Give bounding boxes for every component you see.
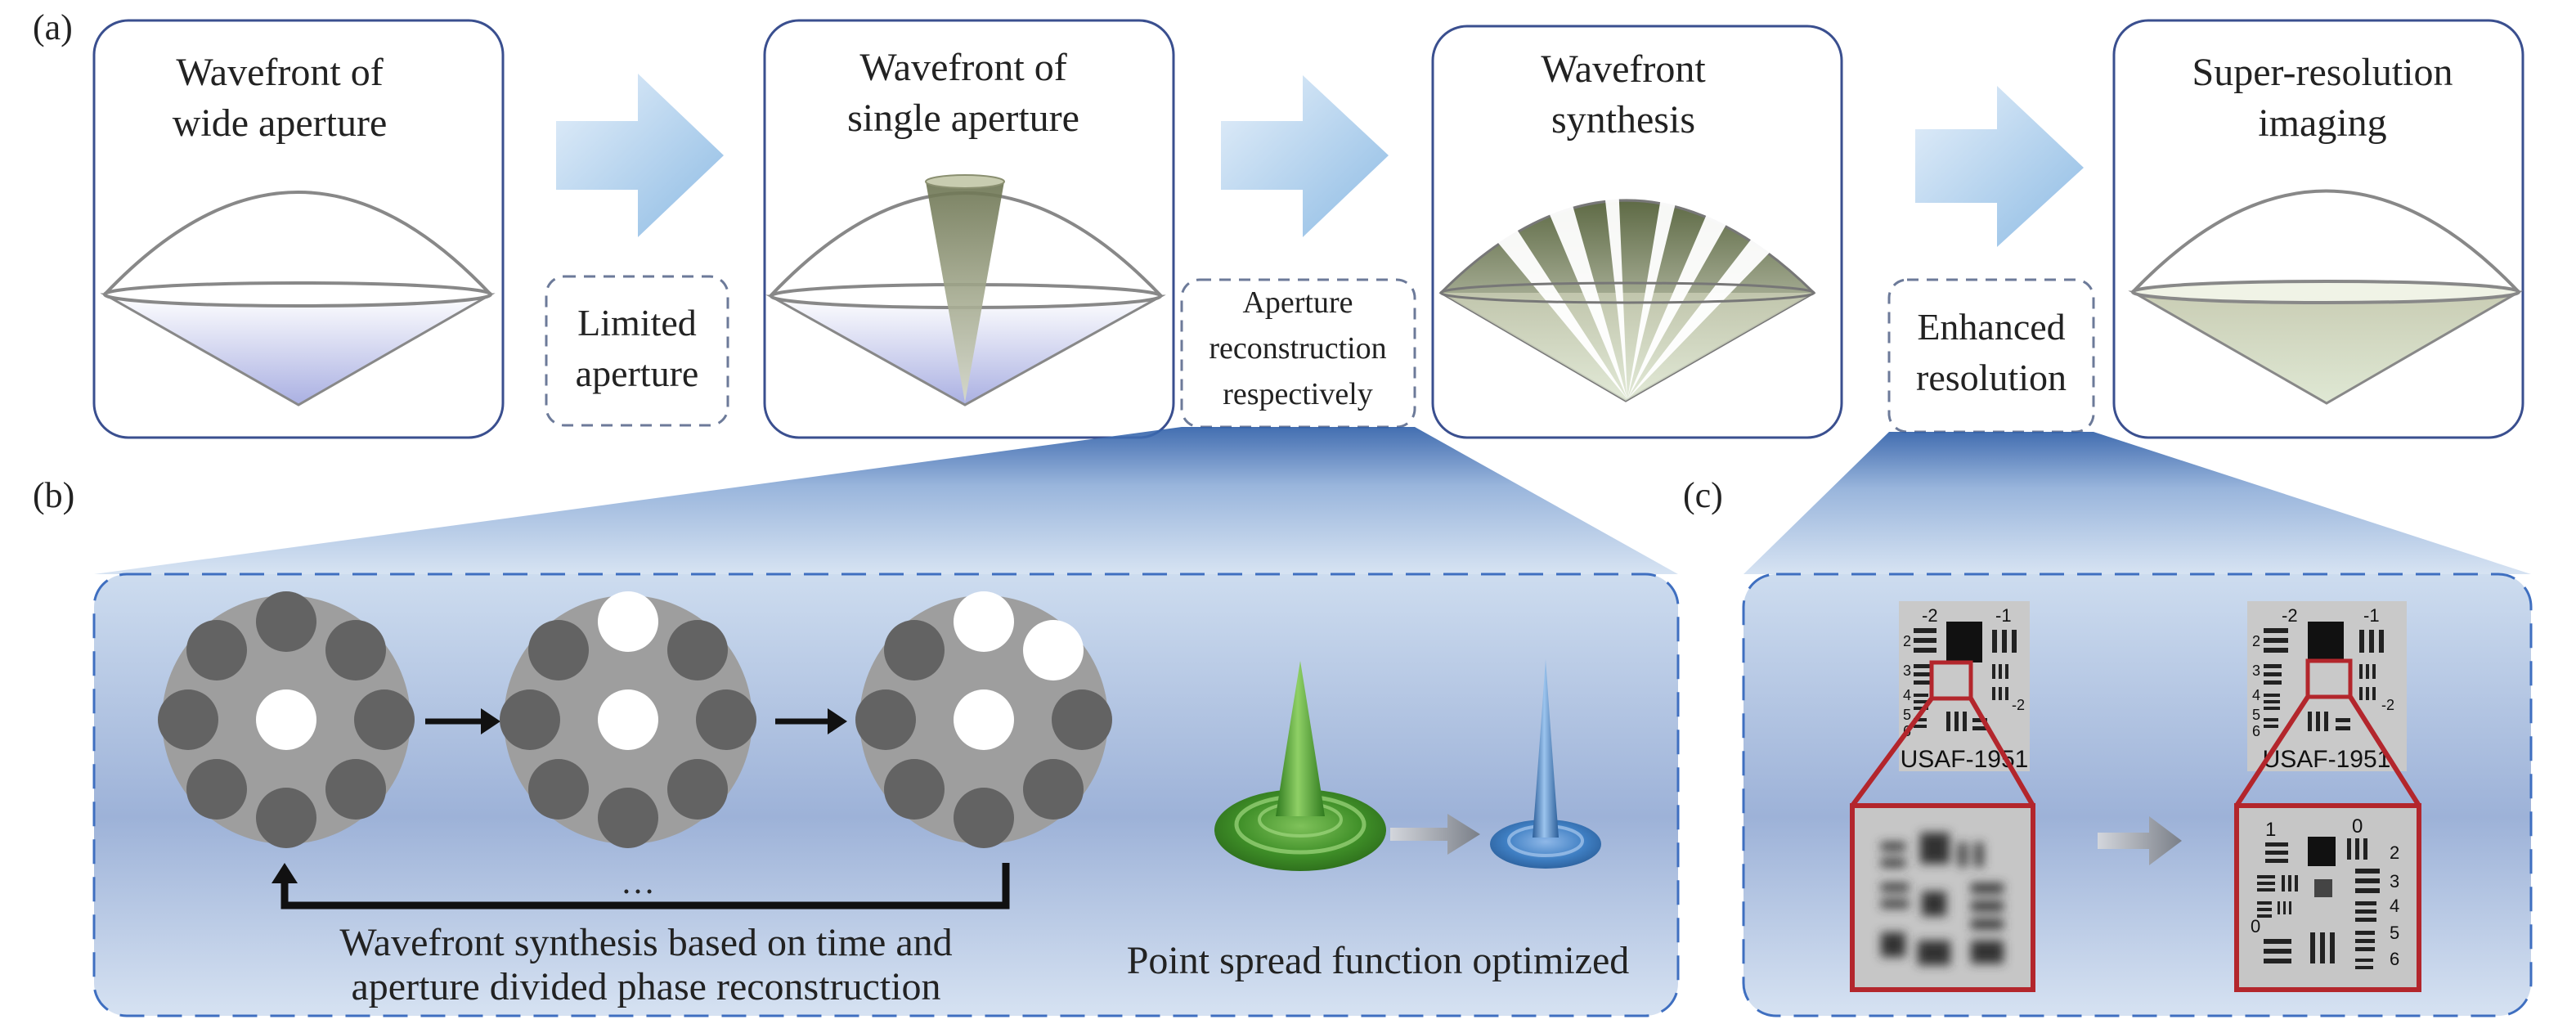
synthesis-caption-line2: aperture divided phase reconstruction xyxy=(351,965,940,1008)
panel-label-b: (b) xyxy=(33,475,74,515)
usaf-group-label: -2 xyxy=(2012,697,2025,713)
aperture-mask-step-3 xyxy=(855,591,1112,848)
zoom-lines-before xyxy=(1850,697,2035,807)
usaf-group-label: -1 xyxy=(2363,605,2380,626)
transition-line1: Enhanced xyxy=(1917,306,2065,348)
zoom-element-label: 3 xyxy=(2390,871,2399,892)
zoom-group-label: 0 xyxy=(2251,916,2260,936)
psf-green-before xyxy=(1214,661,1386,871)
zoom-element-label: 5 xyxy=(2390,923,2399,943)
transition-line2: resolution xyxy=(1916,357,2067,398)
transition-line2: reconstruction xyxy=(1209,331,1386,366)
transition-line1: Aperture xyxy=(1242,285,1353,320)
panel-label-a: (a) xyxy=(33,7,73,47)
aperture-mask-step-2 xyxy=(500,591,756,848)
usaf-element-label: 3 xyxy=(1903,662,1911,679)
sequence-arrow-2 xyxy=(775,708,847,734)
panel-label-c: (c) xyxy=(1683,475,1723,515)
step-box-wavefront-synthesis: Wavefront synthesis xyxy=(1431,25,1843,439)
step-title-line1: Wavefront of xyxy=(176,51,383,94)
step-title-line2: imaging xyxy=(2258,101,2386,145)
usaf-group-label: -2 xyxy=(1922,605,1938,626)
process-arrow-1 xyxy=(556,74,724,237)
usaf-target-before: -2 -1 2 3 4 5 6 -2 USAF-1951 xyxy=(1899,601,2030,773)
synthesized-wavefront-illustration xyxy=(1438,164,1816,402)
usaf-element-label: 6 xyxy=(2252,723,2260,739)
transition-line1: Limited xyxy=(577,302,697,344)
process-arrow-3 xyxy=(1915,86,2084,247)
transition-line3: respectively xyxy=(1223,377,1373,411)
usaf-element-label: 5 xyxy=(2252,707,2260,723)
step-box-single-aperture: Wavefront of single aperture xyxy=(763,19,1175,439)
transition-limited-aperture: Limited aperture xyxy=(545,275,729,427)
step-title-line2: single aperture xyxy=(847,97,1079,140)
zoomed-region-before xyxy=(1850,803,2035,992)
step-title-line1: Super-resolution xyxy=(2192,51,2453,94)
zoom-group-label: 1 xyxy=(2265,819,2276,841)
single-aperture-wavefront-illustration xyxy=(765,174,1166,406)
usaf-element-label: 5 xyxy=(1903,707,1911,723)
transition-line2: aperture xyxy=(576,353,699,394)
transition-enhanced-resolution: Enhanced resolution xyxy=(1887,278,2095,433)
psf-caption: Point spread function optimized xyxy=(1127,939,1630,982)
usaf-group-label: -1 xyxy=(1995,605,2012,626)
usaf-element-label: 4 xyxy=(2252,687,2260,703)
usaf-element-label: 2 xyxy=(1903,633,1911,649)
sequence-arrow-1 xyxy=(425,708,500,734)
zoomed-region-after: 1 0 2 3 4 5 6 0 xyxy=(2234,803,2421,992)
usaf-element-label: 4 xyxy=(1903,687,1911,703)
aperture-mask-step-1 xyxy=(158,591,415,848)
usaf-target-title: USAF-1951 xyxy=(2263,746,2391,773)
step-title-line1: Wavefront of xyxy=(859,46,1066,89)
iteration-ellipsis: … xyxy=(621,864,655,901)
usaf-element-label: 3 xyxy=(2252,662,2260,679)
usaf-group-label: -2 xyxy=(2381,697,2394,713)
step-title-line2: wide aperture xyxy=(173,101,388,145)
usaf-group-label: -2 xyxy=(2282,605,2298,626)
zoom-element-label: 4 xyxy=(2390,896,2399,916)
step-title-line2: synthesis xyxy=(1551,98,1695,141)
zoom-funnel-b xyxy=(94,427,1678,574)
zoom-element-label: 6 xyxy=(2390,949,2399,969)
psf-improvement-arrow xyxy=(1390,814,1480,855)
iteration-loop-arrow xyxy=(272,863,1010,909)
wide-aperture-wavefront-illustration xyxy=(100,191,496,406)
synthesis-caption-line1: Wavefront synthesis based on time and xyxy=(339,921,952,964)
step-box-super-resolution-imaging: Super-resolution imaging xyxy=(2112,19,2524,439)
zoom-element-label: 2 xyxy=(2390,842,2399,863)
psf-blue-after xyxy=(1490,659,1601,869)
zoom-lines-after xyxy=(2234,695,2421,807)
process-arrow-2 xyxy=(1221,75,1389,237)
super-resolution-wavefront-illustration xyxy=(2128,189,2524,405)
zoom-funnel-c xyxy=(1744,432,2531,574)
step-box-wide-aperture: Wavefront of wide aperture xyxy=(92,19,505,439)
step-title-line1: Wavefront xyxy=(1541,47,1706,91)
transition-aperture-reconstruction: Aperture reconstruction respectively xyxy=(1180,278,1416,429)
resolution-improvement-arrow xyxy=(2098,816,2182,865)
zoom-group-label: 0 xyxy=(2352,815,2363,838)
usaf-element-label: 2 xyxy=(2252,633,2260,649)
